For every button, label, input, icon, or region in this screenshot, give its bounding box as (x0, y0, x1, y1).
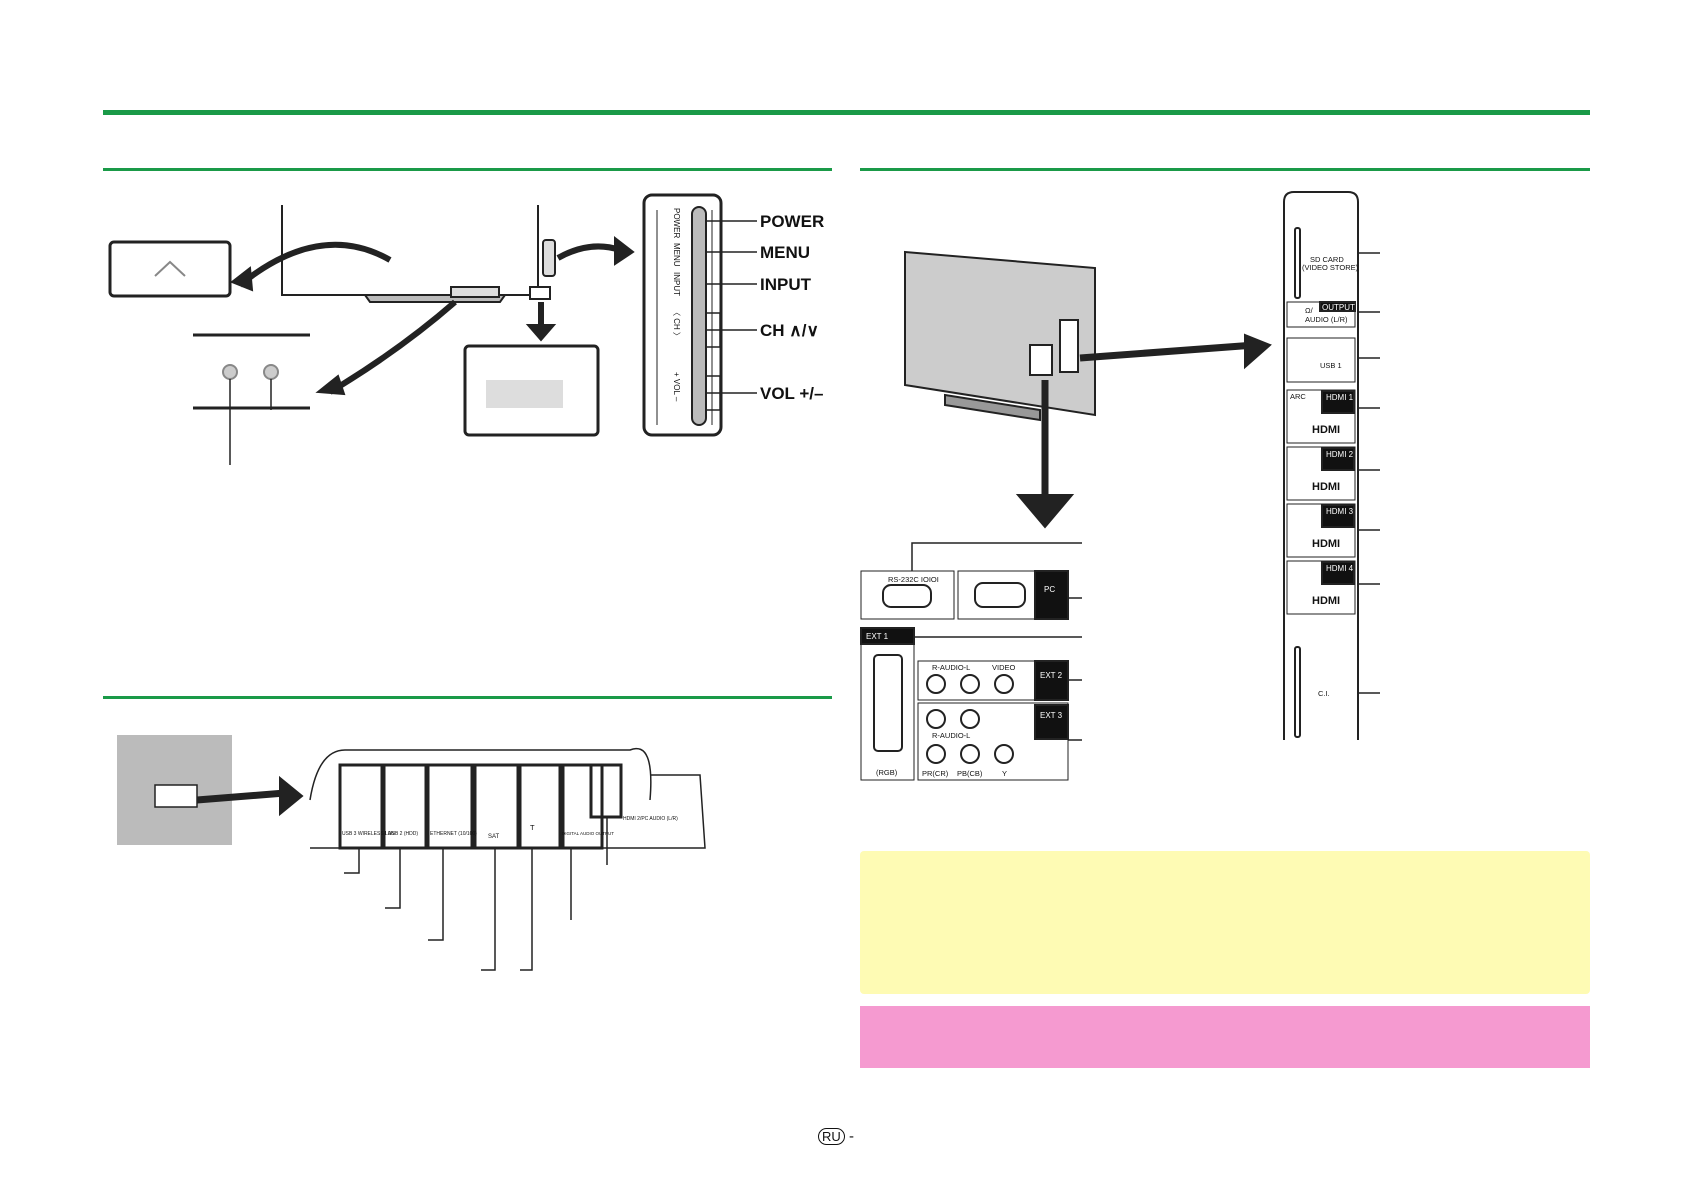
page-dash: - (848, 1128, 854, 1145)
rs232c-label: RS-232C IOIOI (888, 575, 939, 584)
tv-front-illustration (108, 205, 635, 465)
input-label: INPUT (760, 275, 812, 294)
r-audio-l-label: R-AUDIO-L (932, 663, 970, 672)
hdmi-logo: HDMI (1312, 595, 1340, 607)
ext1-tag: EXT 1 (866, 632, 889, 641)
hdmi2-tag: HDMI 2 (1326, 450, 1354, 459)
section-rule-side (103, 696, 832, 699)
arc-label: ARC (1290, 392, 1306, 401)
menu-label: MENU (760, 243, 810, 262)
digital-audio-output-label: DIGITAL AUDIO OUTPUT (562, 831, 614, 836)
side-terminal-panel (1283, 191, 1380, 740)
note-box (860, 851, 1590, 994)
rgb-label: (RGB) (876, 768, 898, 777)
r-audio-l-label-2: R-AUDIO-L (932, 731, 970, 740)
y-label: Y (1002, 769, 1007, 778)
power-label: POWER (760, 212, 824, 231)
usb2-label: USB 2 (HDD) (388, 831, 418, 837)
hdmi3-tag: HDMI 3 (1326, 507, 1354, 516)
ci-label: C.I. (1318, 689, 1330, 698)
panel-vol-text: + VOL – (672, 372, 681, 402)
ethernet-label: ETHERNET (10/100) (430, 831, 477, 837)
hdmi-logo: HDMI (1312, 538, 1340, 550)
video-label: VIDEO (992, 663, 1016, 672)
output-tag: OUTPUT (1322, 303, 1355, 312)
page-number: RU - (818, 1128, 854, 1145)
warning-box (860, 1006, 1590, 1068)
panel-ch-text: 〈 CH 〉 (672, 308, 681, 340)
hdmi-pc-audio-label: HDMI 2/PC AUDIO (L/R) (623, 816, 678, 822)
antenna-label: Т (530, 823, 535, 832)
sd-card-label: SD CARD (1310, 255, 1344, 264)
top-rule (103, 110, 1590, 115)
back-connector-panel (860, 542, 1082, 781)
language-badge: RU (818, 1128, 845, 1145)
sd-card-sublabel: (VIDEO STORE) (1302, 263, 1359, 272)
vol-label: VOL +/– (760, 384, 823, 403)
panel-power-text: POWER (672, 208, 681, 238)
section-rule-rear (860, 168, 1590, 171)
pb-label: PB(CB) (957, 769, 983, 778)
side-connector-illustration (117, 735, 706, 971)
panel-input-text: INPUT (672, 272, 681, 296)
pc-tag: PC (1044, 585, 1055, 594)
pr-label: PR(CR) (922, 769, 949, 778)
usb1-label: USB 1 (1320, 361, 1342, 370)
front-control-panel (642, 193, 757, 437)
hdmi-logo: HDMI (1312, 481, 1340, 493)
hdmi1-tag: HDMI 1 (1326, 393, 1354, 402)
audio-lr-label: AUDIO (L/R) (1305, 315, 1348, 324)
headphone-label: Ω/ (1305, 306, 1314, 315)
ext2-tag: EXT 2 (1040, 671, 1063, 680)
tv-rear-illustration (904, 250, 1272, 529)
hdmi4-tag: HDMI 4 (1326, 564, 1354, 573)
ch-label: CH ∧/∨ (760, 321, 819, 340)
sat-label: SAT (488, 834, 500, 840)
hdmi-logo: HDMI (1312, 424, 1340, 436)
ext3-tag: EXT 3 (1040, 711, 1063, 720)
section-rule-front (103, 168, 832, 171)
usb3-label: USB 3 WIRELESS LAN (342, 831, 395, 837)
panel-menu-text: MENU (672, 243, 681, 267)
